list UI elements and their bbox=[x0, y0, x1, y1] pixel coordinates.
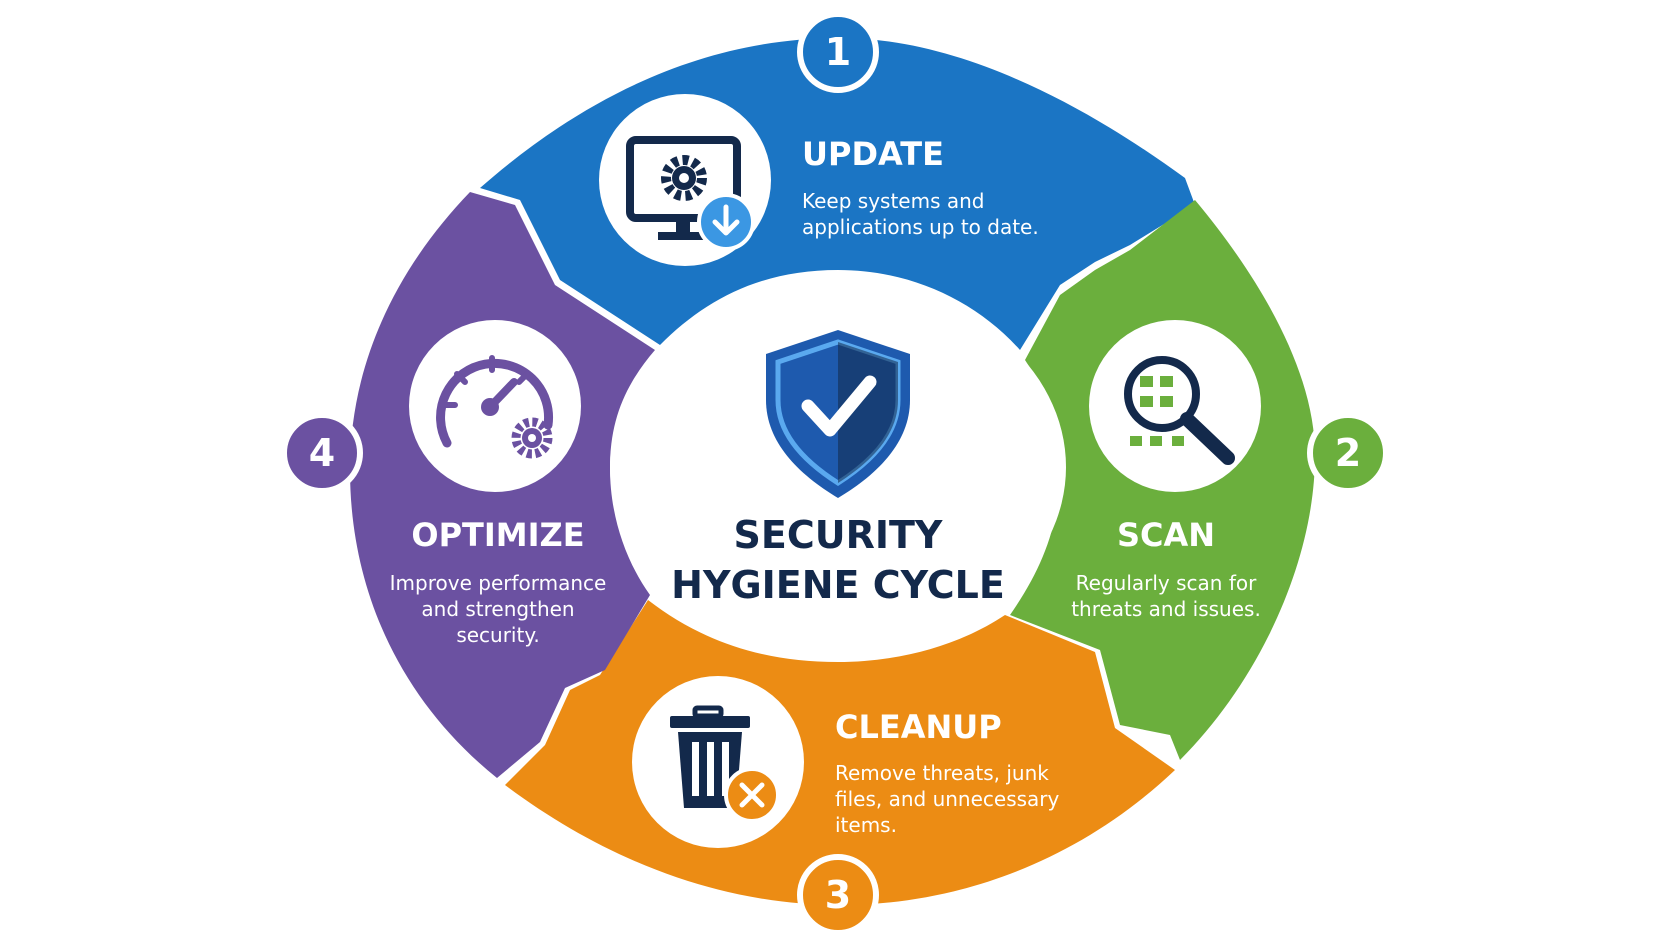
step-4-badge bbox=[281, 412, 363, 494]
cleanup-desc-line1: Remove threats, junk bbox=[835, 761, 1049, 785]
update-desc-line1: Keep systems and bbox=[802, 189, 985, 213]
update-title: UPDATE bbox=[802, 135, 944, 173]
monitor-gear-download-icon bbox=[626, 136, 755, 251]
step-4-number: 4 bbox=[309, 431, 335, 475]
cleanup-desc-line3: items. bbox=[835, 813, 897, 837]
step-3-badge bbox=[797, 854, 879, 936]
scan-desc-line2: threats and issues. bbox=[1071, 597, 1261, 621]
shield-check-icon bbox=[766, 330, 910, 498]
optimize-desc-line2: and strengthen bbox=[421, 597, 574, 621]
optimize-title: OPTIMIZE bbox=[411, 516, 584, 554]
update-desc-line2: applications up to date. bbox=[802, 215, 1039, 239]
step-1-badge bbox=[797, 11, 879, 93]
cleanup-title: CLEANUP bbox=[835, 708, 1002, 746]
scan-icon-circle bbox=[1089, 320, 1261, 492]
scan-desc-line1: Regularly scan for bbox=[1076, 571, 1257, 595]
step-2-number: 2 bbox=[1335, 431, 1361, 475]
center-title-line1: SECURITY bbox=[734, 513, 943, 557]
gauge-gear-icon bbox=[436, 355, 554, 459]
cleanup-desc-line2: files, and unnecessary bbox=[835, 787, 1060, 811]
optimize-desc-line1: Improve performance bbox=[390, 571, 607, 595]
scan-title: SCAN bbox=[1117, 516, 1215, 554]
center-title-line2: HYGIENE CYCLE bbox=[671, 563, 1005, 607]
step-1-number: 1 bbox=[825, 30, 851, 74]
step-3-number: 3 bbox=[825, 873, 851, 917]
step-2-badge bbox=[1307, 412, 1389, 494]
trash-delete-icon bbox=[670, 705, 780, 823]
magnifier-scan-icon bbox=[1124, 356, 1235, 465]
optimize-desc-line3: security. bbox=[456, 623, 539, 647]
